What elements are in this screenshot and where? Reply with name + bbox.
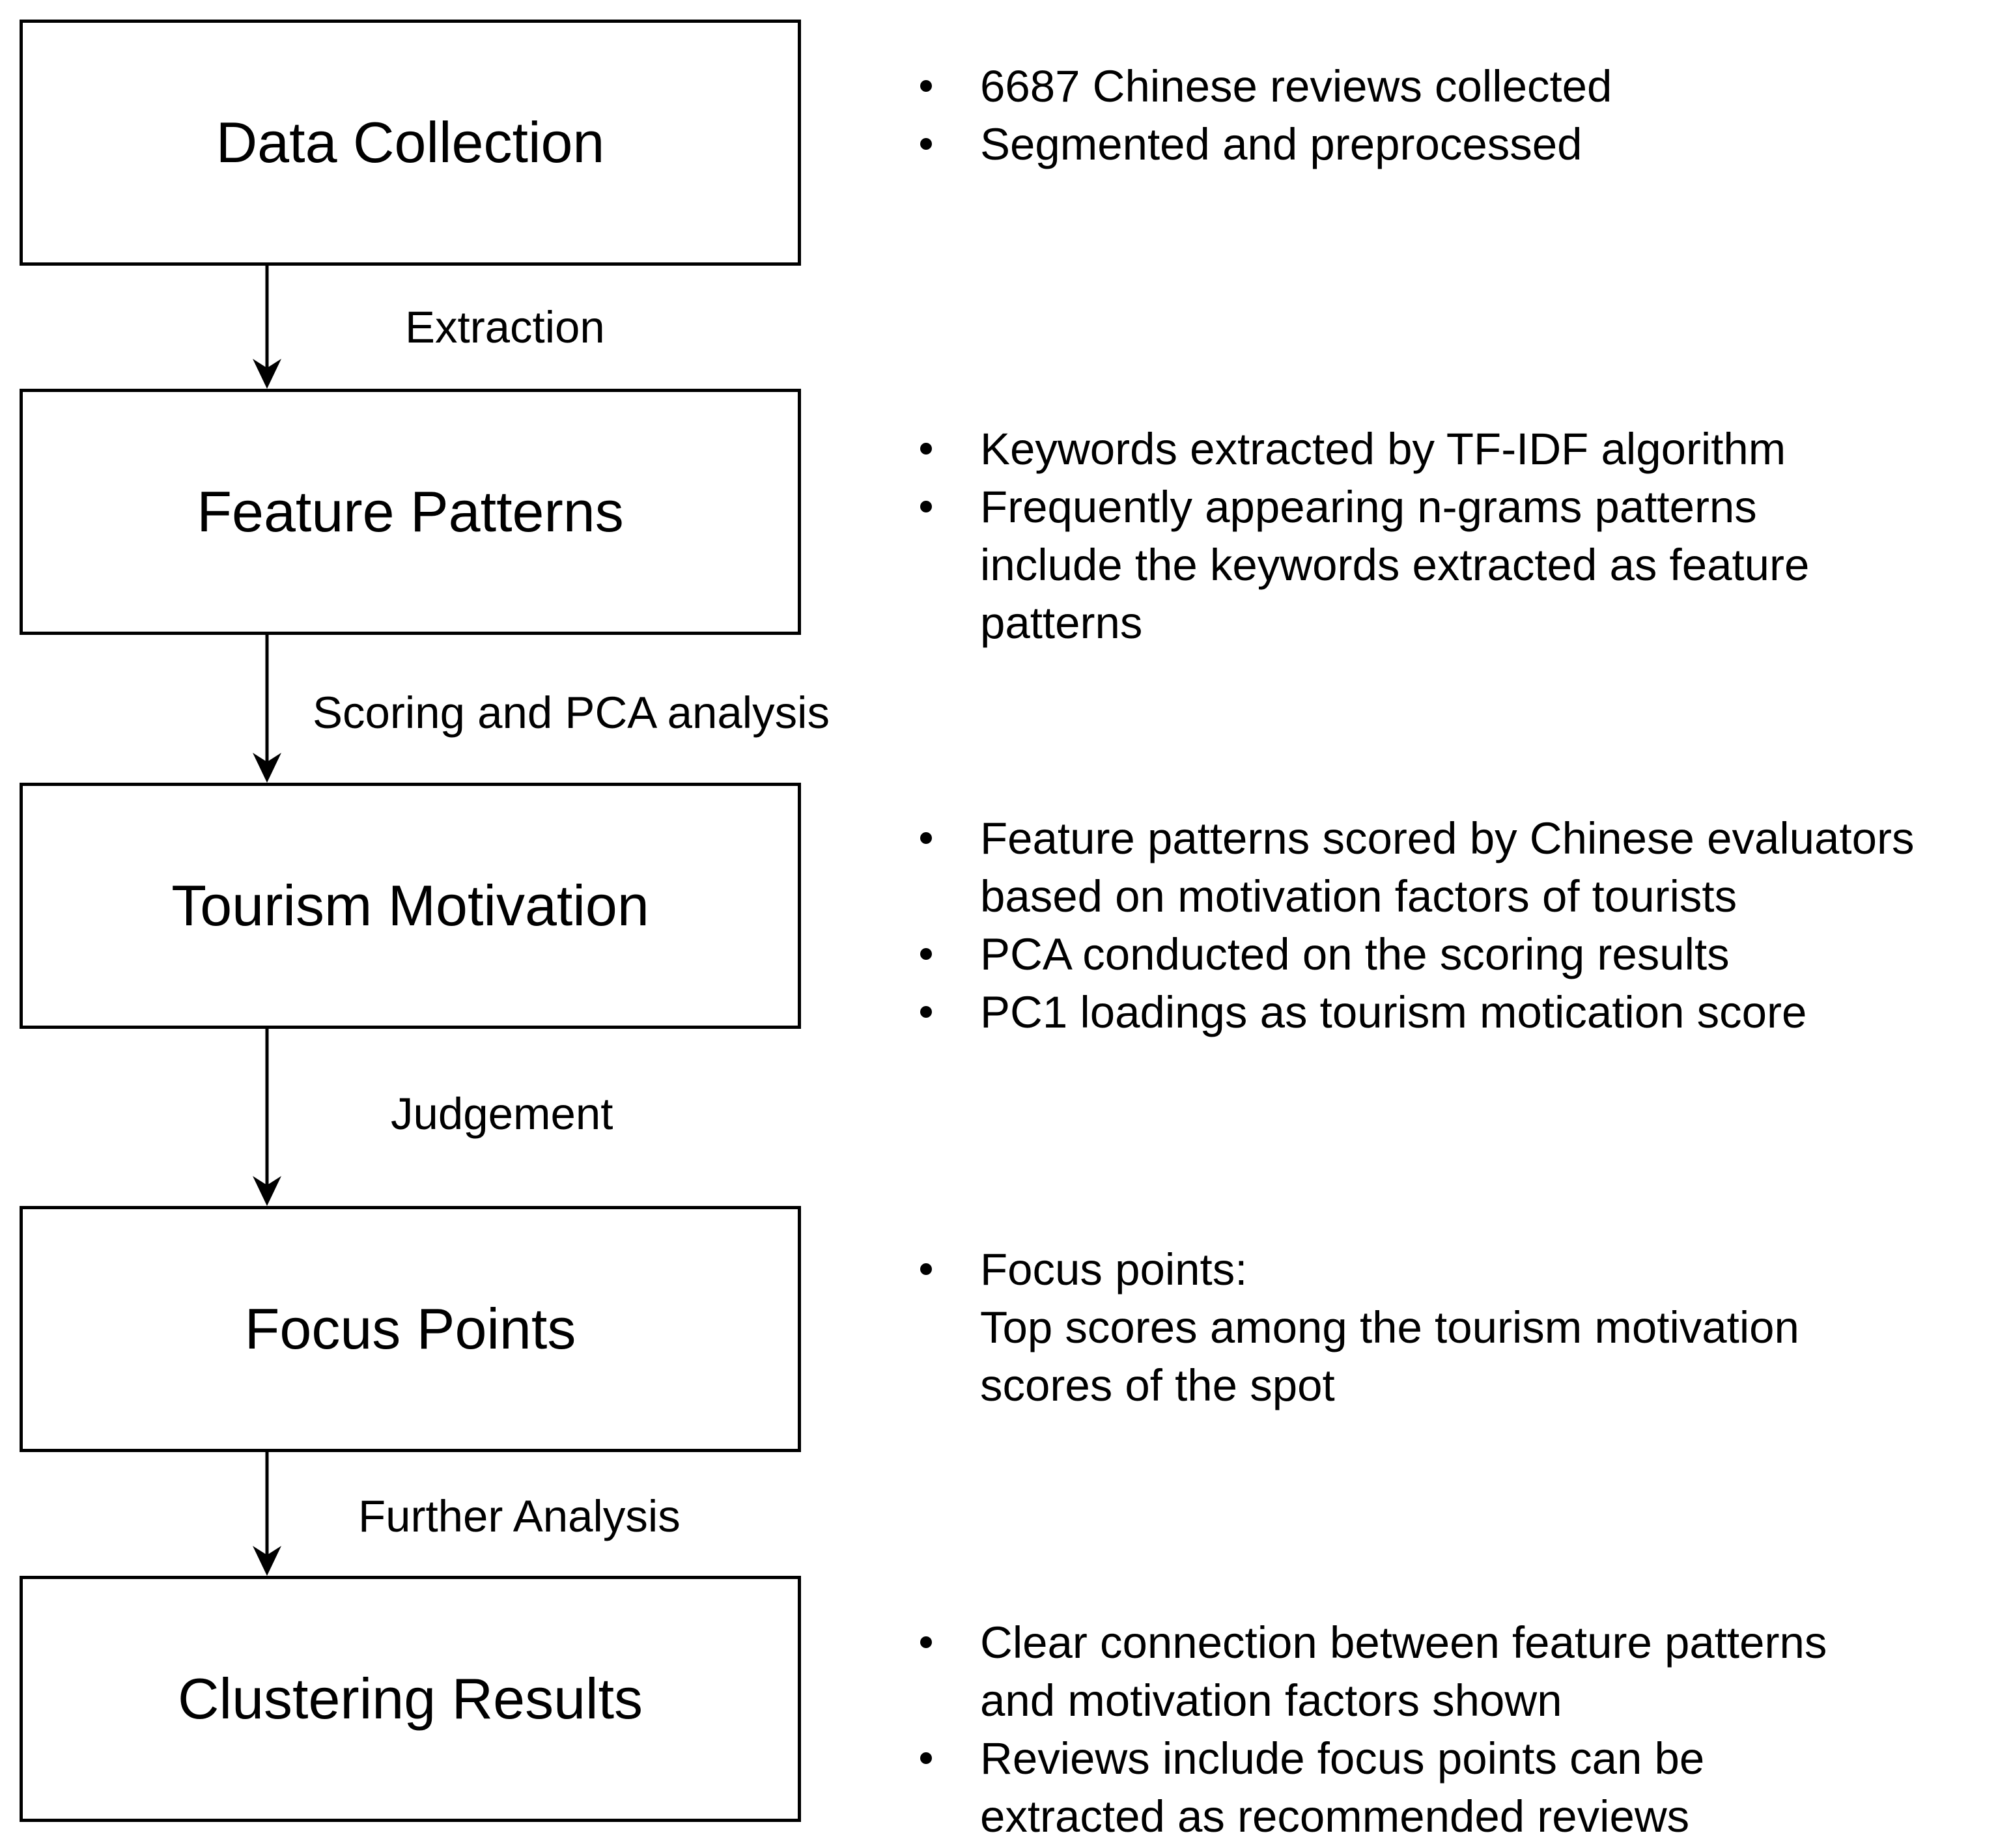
transition-label-judgement: Judgement — [391, 1089, 613, 1139]
bullet-item: Feature patterns scored by Chinese evalu… — [908, 809, 1914, 925]
bullet-text: Clear connection between feature pattern… — [980, 1617, 1827, 1668]
stage-title: Focus Points — [244, 1296, 576, 1361]
bullet-dot-icon — [920, 1006, 932, 1018]
stage-box-clustering-results: Clustering Results — [20, 1576, 801, 1822]
bullet-item: Frequently appearing n-grams patterns inc… — [908, 478, 1809, 652]
bullet-dot-icon — [920, 501, 932, 512]
transition-label-scoring-and-pca-analysis: Scoring and PCA analysis — [313, 688, 830, 738]
bullet-text: PCA conducted on the scoring results — [980, 929, 1730, 979]
bullet-item: PCA conducted on the scoring results — [908, 925, 1914, 983]
bullet-text: include the keywords extracted as featur… — [980, 540, 1810, 590]
bullet-text: Top scores among the tourism motivation — [980, 1302, 1799, 1352]
arrowhead-icon — [253, 753, 281, 783]
bullet-dot-icon — [920, 80, 932, 92]
bullet-item: Clear connection between feature pattern… — [908, 1614, 1827, 1729]
bullet-text: Keywords extracted by TF-IDF algorithm — [980, 424, 1786, 474]
bullet-dot-icon — [920, 1263, 932, 1275]
bullet-item: Reviews include focus points can be extra… — [908, 1729, 1827, 1845]
stage-box-tourism-motivation: Tourism Motivation — [20, 783, 801, 1029]
bullet-text: Frequently appearing n-grams patterns — [980, 482, 1757, 532]
transition-label-extraction: Extraction — [405, 302, 605, 352]
bullet-dot-icon — [920, 1752, 932, 1764]
arrowhead-icon — [253, 359, 281, 389]
bullet-text: Reviews include focus points can be — [980, 1733, 1705, 1784]
bullet-text: patterns — [980, 598, 1143, 648]
arrowhead-icon — [253, 1176, 281, 1206]
flow-arrow — [253, 1452, 281, 1576]
bullet-item: 6687 Chinese reviews collected — [908, 57, 1612, 115]
stage-title: Data Collection — [216, 110, 605, 175]
stage-title: Clustering Results — [177, 1666, 643, 1731]
bullet-text: Focus points: — [980, 1244, 1248, 1295]
bullet-item: Segmented and preprocessed — [908, 115, 1612, 173]
stage-notes-focus-points: Focus points: Top scores among the touris… — [908, 1240, 1799, 1414]
bullet-text: extracted as recommended reviews — [980, 1791, 1690, 1841]
stage-notes-clustering-results: Clear connection between feature pattern… — [908, 1614, 1827, 1845]
flow-arrow — [253, 635, 281, 783]
stage-notes-tourism-motivation: Feature patterns scored by Chinese evalu… — [908, 809, 1914, 1041]
bullet-dot-icon — [920, 138, 932, 150]
flow-arrow — [253, 266, 281, 389]
bullet-dot-icon — [920, 832, 932, 844]
transition-label-further-analysis: Further Analysis — [358, 1491, 681, 1541]
bullet-text: PC1 loadings as tourism motication score — [980, 987, 1807, 1037]
bullet-text: Segmented and preprocessed — [980, 119, 1582, 169]
bullet-item: Focus points: Top scores among the touris… — [908, 1240, 1799, 1414]
bullet-text: and motivation factors shown — [980, 1675, 1562, 1726]
bullet-item: Keywords extracted by TF-IDF algorithm — [908, 420, 1809, 478]
stage-title: Feature Patterns — [197, 479, 624, 544]
stage-title: Tourism Motivation — [171, 873, 649, 938]
bullet-item: PC1 loadings as tourism motication score — [908, 983, 1914, 1041]
bullet-dot-icon — [920, 443, 932, 455]
arrowhead-icon — [253, 1546, 281, 1576]
bullet-dot-icon — [920, 948, 932, 960]
stage-box-data-collection: Data Collection — [20, 20, 801, 266]
stage-box-focus-points: Focus Points — [20, 1206, 801, 1452]
stage-box-feature-patterns: Feature Patterns — [20, 389, 801, 635]
bullet-text: based on motivation factors of tourists — [980, 871, 1737, 921]
flow-arrow — [253, 1029, 281, 1206]
bullet-text: scores of the spot — [980, 1360, 1335, 1410]
bullet-text: Feature patterns scored by Chinese evalu… — [980, 813, 1915, 863]
bullet-dot-icon — [920, 1636, 932, 1648]
bullet-text: 6687 Chinese reviews collected — [980, 61, 1612, 111]
